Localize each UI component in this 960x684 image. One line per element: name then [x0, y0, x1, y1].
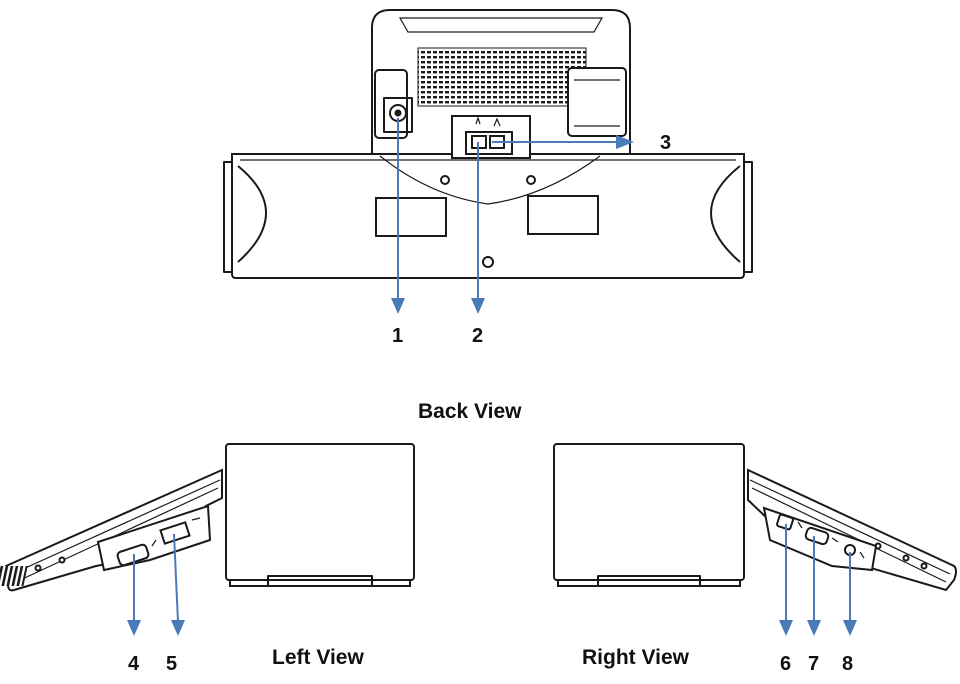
callout-label-2: 2	[472, 325, 483, 347]
callout-label-3: 3	[660, 132, 671, 154]
display-housing	[371, 9, 631, 157]
back-view-drawing	[223, 9, 753, 314]
callout-label-8: 8	[842, 653, 853, 675]
callout-arrow-1	[391, 118, 405, 314]
callout-arrow-7	[807, 536, 821, 636]
callout-arrow-6	[779, 524, 793, 636]
right-panel	[553, 443, 745, 587]
left-vent-slots	[0, 566, 28, 586]
right-view-caption: Right View	[582, 646, 690, 669]
right-port-bay	[762, 506, 878, 572]
callout-label-7: 7	[808, 653, 819, 675]
right-view-drawing	[553, 443, 957, 636]
callout-label-6: 6	[780, 653, 791, 675]
left-view-drawing	[0, 443, 415, 636]
callout-arrow-5	[171, 533, 185, 636]
callout-arrow-4	[127, 554, 141, 636]
back-view-caption: Back View	[418, 400, 522, 423]
callout-label-5: 5	[166, 653, 177, 675]
lan-port-block	[451, 115, 531, 159]
callout-label-1: 1	[392, 325, 403, 347]
speaker-grille	[417, 47, 587, 107]
callout-arrow-8	[843, 552, 857, 636]
left-view-caption: Left View	[272, 646, 364, 669]
stand-body	[223, 153, 753, 279]
callout-arrow-3	[492, 135, 634, 149]
left-panel	[225, 443, 415, 587]
callout-label-4: 4	[128, 653, 140, 675]
callout-arrow-2	[471, 142, 485, 314]
